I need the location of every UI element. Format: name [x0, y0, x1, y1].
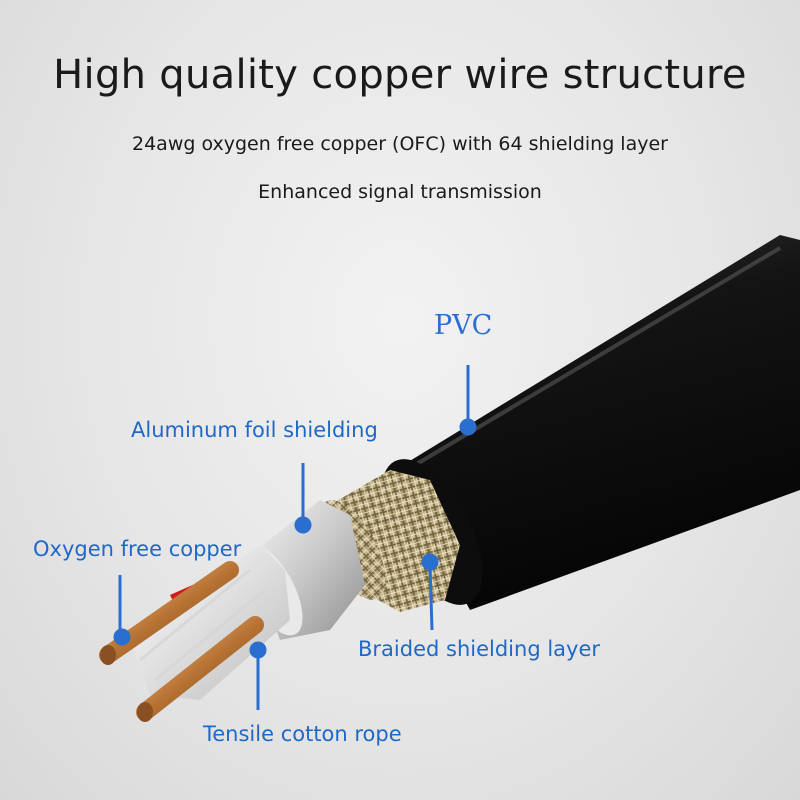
headline: High quality copper wire structure — [53, 52, 747, 98]
cotton-rope — [130, 545, 290, 700]
pvc-callout-dot — [459, 418, 477, 436]
copper-conductor-2 — [136, 616, 264, 721]
braided-callout-line — [428, 564, 434, 631]
label-pvc: PVC — [434, 310, 493, 341]
tagline-text: Enhanced signal transmission — [258, 181, 542, 203]
aluminum-callout-dot — [294, 516, 312, 534]
label-tensile-cotton-rope: Tensile cotton rope — [203, 722, 402, 746]
copper-callout-dot — [113, 628, 131, 646]
label-oxygen-free-copper: Oxygen free copper — [33, 537, 242, 561]
spec-text: 24awg oxygen free copper (OFC) with 64 s… — [132, 133, 668, 155]
label-aluminum-foil: Aluminum foil shielding — [131, 418, 378, 442]
cotton-callout-dot — [249, 641, 267, 659]
pvc-jacket — [395, 235, 800, 610]
label-braided-shielding: Braided shielding layer — [358, 637, 601, 661]
braided-callout-dot — [421, 553, 439, 571]
